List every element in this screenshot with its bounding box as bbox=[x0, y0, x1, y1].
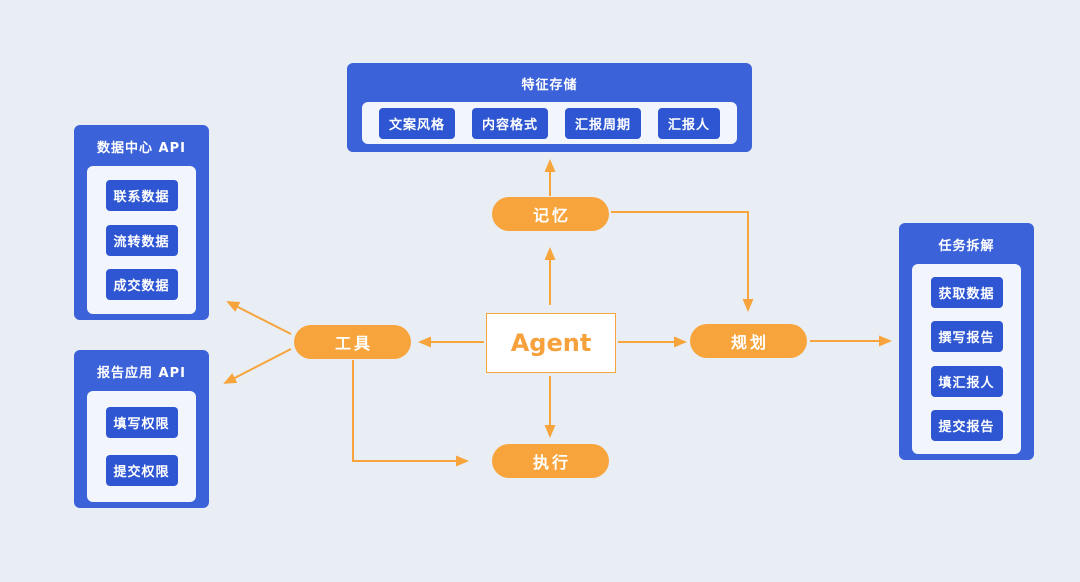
arrow-memory-to-planning bbox=[611, 211, 754, 312]
task-breakdown-body: 获取数据 撰写报告 填汇报人 提交报告 bbox=[912, 264, 1021, 454]
feature-chip-report-cycle: 汇报周期 bbox=[564, 107, 641, 139]
task-chip-write-report: 撰写报告 bbox=[930, 321, 1003, 353]
data-chip-contact-data: 联系数据 bbox=[105, 179, 178, 211]
planning-node: 规划 bbox=[690, 324, 807, 358]
task-chip-submit-report: 提交报告 bbox=[930, 409, 1003, 441]
report-chip-write-permission: 填写权限 bbox=[105, 407, 178, 439]
task-chip-fill-reporter: 填汇报人 bbox=[930, 365, 1003, 397]
data-chip-deal-data: 成交数据 bbox=[105, 269, 178, 301]
feature-store-title: 特征存储 bbox=[521, 78, 578, 93]
feature-chip-reporter: 汇报人 bbox=[657, 107, 720, 139]
memory-node: 记忆 bbox=[492, 197, 609, 231]
task-breakdown-title: 任务拆解 bbox=[938, 239, 995, 254]
arrow-tools-to-report-app bbox=[223, 348, 292, 384]
feature-chip-copy-style: 文案风格 bbox=[378, 107, 455, 139]
task-chip-get-data: 获取数据 bbox=[930, 277, 1003, 309]
feature-store-panel: 特征存储 文案风格 内容格式 汇报周期 汇报人 bbox=[347, 63, 752, 152]
report-app-api-body: 填写权限 提交权限 bbox=[87, 391, 196, 502]
task-breakdown-panel: 任务拆解 获取数据 撰写报告 填汇报人 提交报告 bbox=[899, 223, 1034, 460]
report-chip-submit-permission: 提交权限 bbox=[105, 454, 178, 486]
data-center-api-title: 数据中心 API bbox=[97, 141, 186, 156]
feature-chip-content-format: 内容格式 bbox=[471, 107, 548, 139]
data-center-api-panel: 数据中心 API 联系数据 流转数据 成交数据 bbox=[74, 125, 209, 320]
execution-node: 执行 bbox=[492, 444, 609, 478]
data-center-api-body: 联系数据 流转数据 成交数据 bbox=[87, 166, 196, 314]
feature-store-body: 文案风格 内容格式 汇报周期 汇报人 bbox=[362, 102, 737, 144]
arrow-tools-to-data-center bbox=[226, 301, 292, 335]
report-app-api-title: 报告应用 API bbox=[97, 366, 186, 381]
report-app-api-panel: 报告应用 API 填写权限 提交权限 bbox=[74, 350, 209, 508]
arrow-tools-to-execution bbox=[352, 360, 469, 467]
agent-node: Agent bbox=[486, 313, 616, 373]
data-chip-flow-data: 流转数据 bbox=[105, 224, 178, 256]
tools-node: 工具 bbox=[294, 325, 411, 359]
